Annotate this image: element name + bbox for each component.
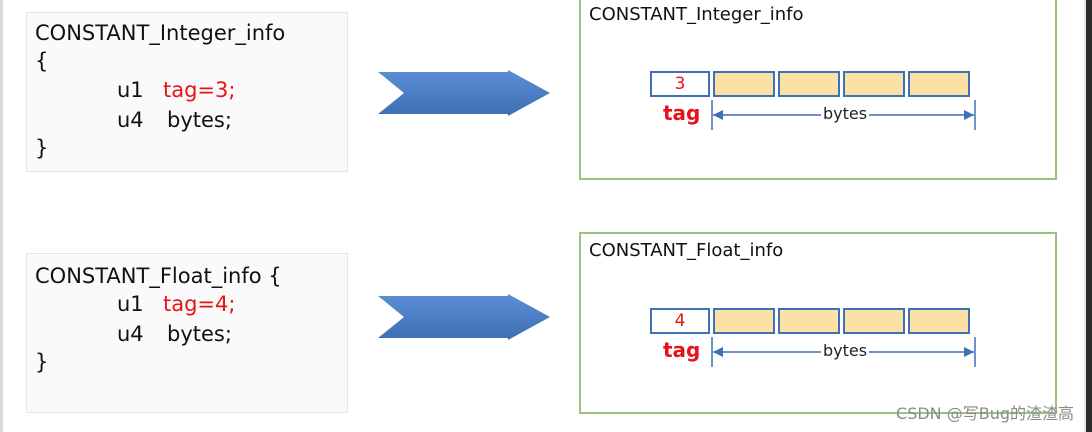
panel-title: CONSTANT_Integer_info: [589, 4, 804, 25]
code-u4-type: u4: [117, 322, 144, 346]
code-close-brace: }: [35, 136, 49, 160]
code-u1-type: u1: [117, 292, 144, 316]
code-struct-name: CONSTANT_Integer_info: [35, 21, 286, 45]
csdn-watermark: CSDN @写Bug的渣渣高: [896, 404, 1074, 423]
byte-cell: [778, 71, 840, 97]
code-tag-field: tag=4;: [163, 292, 236, 316]
byte-cells-row: 4: [650, 308, 973, 334]
float-code-box: CONSTANT_Float_info { u1 tag=4; u4 bytes…: [26, 253, 348, 413]
byte-cell: [713, 71, 775, 97]
code-struct-name: CONSTANT_Float_info {: [35, 264, 282, 288]
right-arrow-icon: [378, 294, 550, 340]
byte-cell: [908, 71, 970, 97]
code-tag-field: tag=3;: [163, 78, 236, 102]
byte-cell: [908, 308, 970, 334]
byte-cells-row: 3: [650, 71, 973, 97]
code-bytes-field: bytes;: [167, 108, 232, 132]
code-close-brace: }: [35, 350, 49, 374]
code-open-brace: {: [35, 49, 49, 73]
code-u1-type: u1: [117, 78, 144, 102]
left-edge: [0, 0, 3, 432]
bytes-label: bytes: [821, 104, 870, 123]
tag-cell: 3: [650, 71, 710, 97]
panel-title: CONSTANT_Float_info: [589, 240, 784, 261]
tag-label: tag: [663, 338, 701, 362]
code-u4-type: u4: [117, 108, 144, 132]
integer-layout-panel: CONSTANT_Integer_info 3 tag bytes: [579, 0, 1057, 180]
byte-cell: [713, 308, 775, 334]
byte-cell: [778, 308, 840, 334]
integer-code-box: CONSTANT_Integer_info { u1 tag=3; u4 byt…: [26, 12, 348, 172]
code-bytes-field: bytes;: [167, 322, 232, 346]
byte-cell: [843, 308, 905, 334]
bytes-label: bytes: [821, 341, 870, 360]
byte-cell: [843, 71, 905, 97]
right-arrow-icon: [378, 70, 550, 116]
float-layout-panel: CONSTANT_Float_info 4 tag bytes: [579, 232, 1057, 414]
tag-cell: 4: [650, 308, 710, 334]
right-scrollbar-edge: [1084, 0, 1092, 432]
tag-label: tag: [663, 101, 701, 125]
